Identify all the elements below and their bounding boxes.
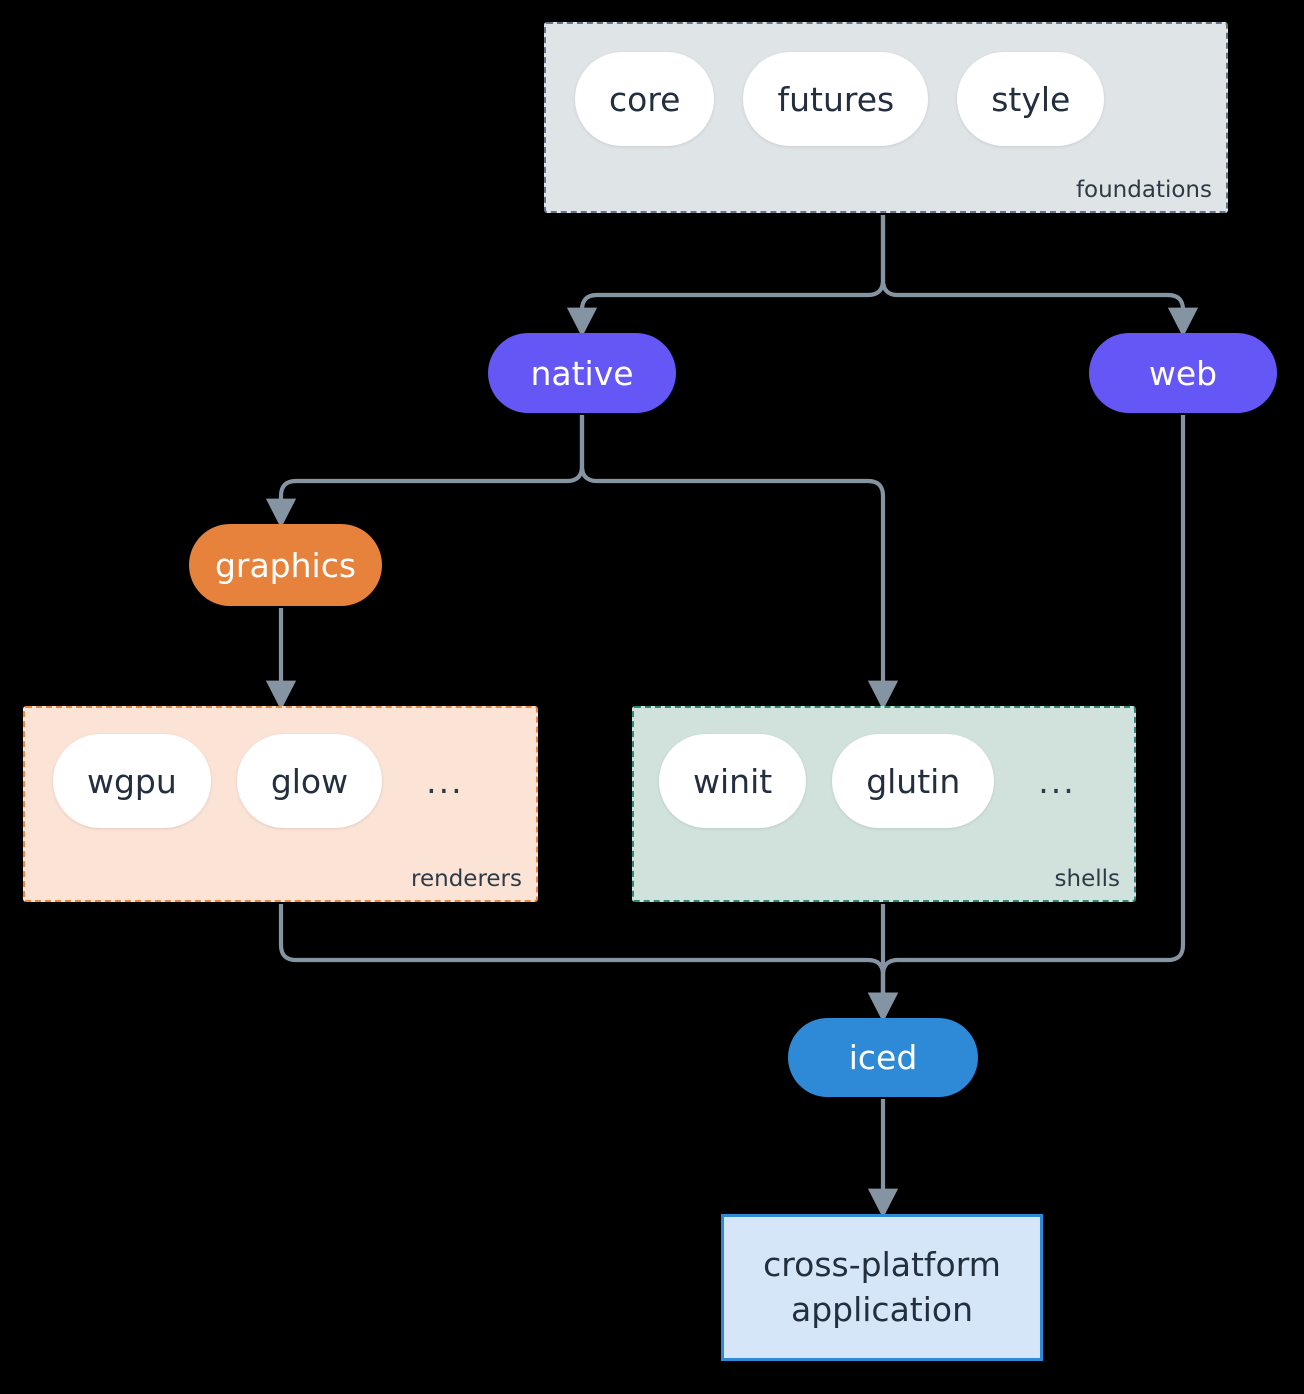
- pill-winit[interactable]: winit: [659, 734, 807, 828]
- node-web[interactable]: web: [1089, 333, 1277, 413]
- pill-style[interactable]: style: [957, 52, 1105, 146]
- node-graphics[interactable]: graphics: [189, 524, 382, 606]
- edge-foundations-native: [566, 215, 886, 338]
- pill-glutin[interactable]: glutin: [832, 734, 995, 828]
- cluster-foundations: core futures style foundations: [544, 22, 1228, 213]
- node-iced[interactable]: iced: [788, 1018, 978, 1097]
- shells-pill-row: winit glutin ...: [659, 734, 1076, 828]
- edge-foundations-web: [880, 215, 1199, 338]
- renderers-pill-row: wgpu glow ...: [53, 734, 464, 828]
- node-native[interactable]: native: [488, 333, 676, 413]
- cluster-shells: winit glutin ... shells: [632, 706, 1136, 902]
- pill-futures[interactable]: futures: [743, 52, 929, 146]
- pill-glow[interactable]: glow: [236, 734, 383, 828]
- cluster-label-foundations: foundations: [1075, 177, 1212, 203]
- pill-core[interactable]: core: [575, 52, 715, 146]
- foundations-pill-row: core futures style: [575, 52, 1105, 146]
- edge-native-shells: [579, 415, 899, 711]
- cluster-renderers: wgpu glow ... renderers: [23, 706, 538, 902]
- node-cross-platform-application[interactable]: cross-platform application: [721, 1214, 1043, 1361]
- edge-renderers-iced: [278, 904, 899, 1023]
- edge-native-graphics: [265, 415, 585, 529]
- cluster-label-renderers: renderers: [411, 866, 522, 892]
- renderers-ellipsis: ...: [426, 761, 464, 801]
- cluster-label-shells: shells: [1054, 866, 1120, 892]
- application-label-line1: cross-platform: [763, 1244, 1001, 1284]
- application-label-line2: application: [790, 1289, 974, 1329]
- shells-ellipsis: ...: [1038, 761, 1076, 801]
- pill-wgpu[interactable]: wgpu: [53, 734, 211, 828]
